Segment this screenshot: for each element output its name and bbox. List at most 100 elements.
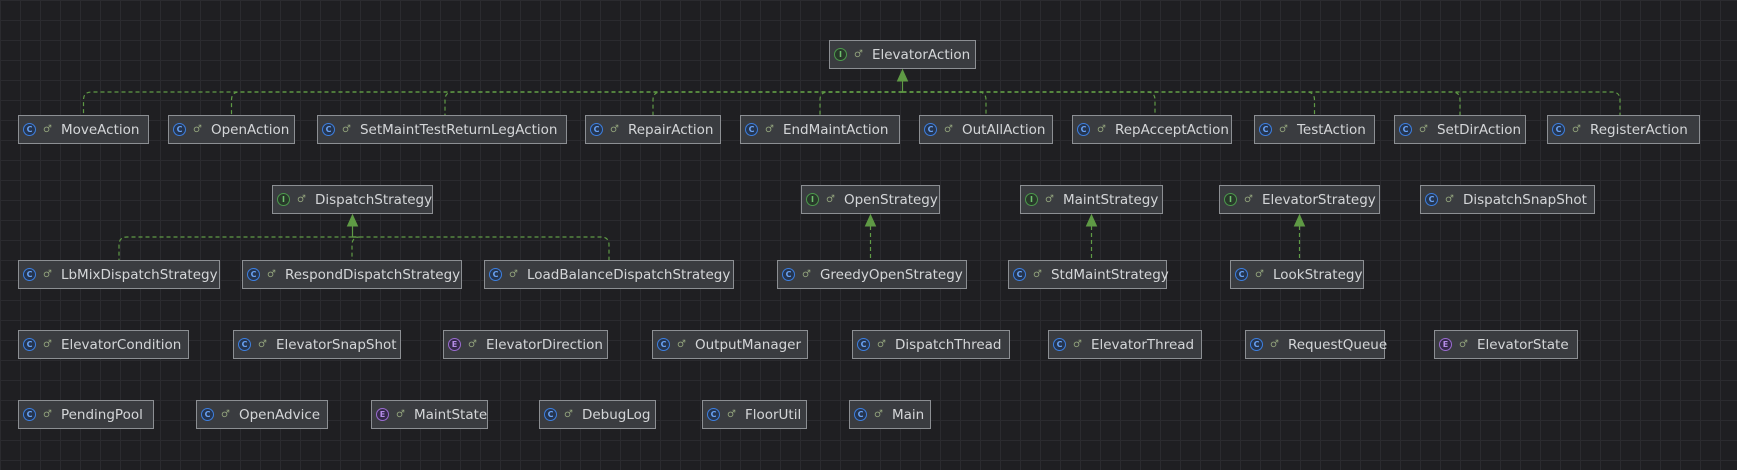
public-modifier-icon: ♂ <box>727 409 736 420</box>
class-icon: C <box>745 123 758 136</box>
node-label: MaintState <box>413 406 488 423</box>
node-main[interactable]: C♂Main <box>849 400 931 429</box>
public-modifier-icon: ♂ <box>1459 339 1468 350</box>
node-out-all-action[interactable]: C♂OutAllAction <box>919 115 1053 144</box>
node-label: DebugLog <box>581 406 651 423</box>
node-label: GreedyOpenStrategy <box>819 266 963 283</box>
node-register-action[interactable]: C♂RegisterAction <box>1547 115 1700 144</box>
node-elevator-snap-shot[interactable]: C♂ElevatorSnapShot <box>233 330 401 359</box>
node-label: OpenAdvice <box>238 406 321 423</box>
inheritance-arrowhead <box>346 213 359 227</box>
public-modifier-icon: ♂ <box>396 409 405 420</box>
node-elevator-direction[interactable]: E♂ElevatorDirection <box>443 330 608 359</box>
node-label: LbMixDispatchStrategy <box>60 266 218 283</box>
class-icon: C <box>657 338 670 351</box>
node-label: RequestQueue <box>1287 336 1388 353</box>
node-move-action[interactable]: C♂MoveAction <box>18 115 149 144</box>
node-std-maint-strategy[interactable]: C ♂ StdMaintStrategy <box>1008 260 1169 289</box>
public-modifier-icon: ♂ <box>1097 124 1106 135</box>
node-label: OutputManager <box>694 336 802 353</box>
node-load-balance-dispatch-strategy[interactable]: C♂LoadBalanceDispatchStrategy <box>484 260 734 289</box>
node-label: LookStrategy <box>1272 266 1363 283</box>
node-elevator-action[interactable]: I♂ElevatorAction <box>829 40 976 69</box>
class-icon: C <box>1013 268 1026 281</box>
class-icon: C <box>1250 338 1263 351</box>
node-maint-state[interactable]: E♂MaintState <box>371 400 488 429</box>
public-modifier-icon: ♂ <box>1572 124 1581 135</box>
public-modifier-icon: ♂ <box>193 124 202 135</box>
inheritance-arrowhead <box>1085 213 1098 227</box>
node-lb-mix-dispatch-strategy[interactable]: C♂LbMixDispatchStrategy <box>18 260 220 289</box>
node-open-action[interactable]: C♂OpenAction <box>168 115 295 144</box>
node-rep-accept-action[interactable]: C♂RepAcceptAction <box>1072 115 1232 144</box>
public-modifier-icon: ♂ <box>43 339 52 350</box>
edge-register-action <box>902 91 1621 115</box>
node-label: ElevatorCondition <box>60 336 182 353</box>
node-pending-pool[interactable]: C♂PendingPool <box>18 400 154 429</box>
node-label: Main <box>891 406 925 423</box>
public-modifier-icon: ♂ <box>1279 124 1288 135</box>
node-request-queue[interactable]: C ♂ RequestQueue <box>1245 330 1388 359</box>
public-modifier-icon: ♂ <box>1045 194 1054 205</box>
class-icon: C <box>1235 268 1248 281</box>
node-label: EndMaintAction <box>782 121 889 138</box>
node-maint-strategy[interactable]: I♂MaintStrategy <box>1020 185 1163 214</box>
public-modifier-icon: ♂ <box>267 269 276 280</box>
public-modifier-icon: ♂ <box>297 194 306 205</box>
node-label: ElevatorStrategy <box>1261 191 1376 208</box>
public-modifier-icon: ♂ <box>43 409 52 420</box>
public-modifier-icon: ♂ <box>877 339 886 350</box>
class-icon: C <box>247 268 260 281</box>
node-open-strategy[interactable]: I♂OpenStrategy <box>801 185 940 214</box>
node-label: RegisterAction <box>1589 121 1688 138</box>
edge-group-elevator-action <box>82 68 1621 115</box>
node-respond-dispatch-strategy[interactable]: C♂RespondDispatchStrategy <box>242 260 462 289</box>
node-label: LoadBalanceDispatchStrategy <box>526 266 731 283</box>
edge-out-all-action <box>902 91 987 115</box>
node-label: TestAction <box>1296 121 1366 138</box>
node-test-action[interactable]: C ♂ TestAction <box>1254 115 1375 144</box>
node-open-advice[interactable]: C♂OpenAdvice <box>196 400 328 429</box>
public-modifier-icon: ♂ <box>765 124 774 135</box>
node-dispatch-snap-shot[interactable]: C♂DispatchSnapShot <box>1420 185 1595 214</box>
node-look-strategy[interactable]: C♂LookStrategy <box>1230 260 1364 289</box>
public-modifier-icon: ♂ <box>1033 269 1042 280</box>
node-elevator-strategy[interactable]: I♂ElevatorStrategy <box>1219 185 1380 214</box>
public-modifier-icon: ♂ <box>677 339 686 350</box>
edge-set-maint-test-return-leg-action <box>444 91 903 115</box>
class-icon: C <box>322 123 335 136</box>
node-label: OpenStrategy <box>843 191 938 208</box>
class-icon: C <box>1259 123 1272 136</box>
node-set-dir-action[interactable]: C♂SetDirAction <box>1394 115 1526 144</box>
node-elevator-thread[interactable]: C♂ElevatorThread <box>1048 330 1202 359</box>
class-icon: C <box>590 123 603 136</box>
node-floor-util[interactable]: C♂FloorUtil <box>702 400 807 429</box>
public-modifier-icon: ♂ <box>221 409 230 420</box>
edge-load-balance-dispatch-strategy <box>352 236 610 260</box>
class-icon: C <box>23 268 36 281</box>
node-elevator-state[interactable]: E♂ElevatorState <box>1434 330 1578 359</box>
class-icon: C <box>544 408 557 421</box>
node-dispatch-strategy[interactable]: I♂DispatchStrategy <box>272 185 433 214</box>
node-end-maint-action[interactable]: C ♂ EndMaintAction <box>740 115 900 144</box>
node-dispatch-thread[interactable]: C♂DispatchThread <box>852 330 1010 359</box>
node-elevator-condition[interactable]: C♂ElevatorCondition <box>18 330 189 359</box>
public-modifier-icon: ♂ <box>802 269 811 280</box>
class-icon: C <box>782 268 795 281</box>
edge-test-action <box>902 91 1316 115</box>
node-label: StdMaintStrategy <box>1050 266 1169 283</box>
node-debug-log[interactable]: C♂DebugLog <box>539 400 656 429</box>
public-modifier-icon: ♂ <box>1270 339 1279 350</box>
public-modifier-icon: ♂ <box>826 194 835 205</box>
public-modifier-icon: ♂ <box>854 49 863 60</box>
class-icon: C <box>173 123 186 136</box>
node-output-manager[interactable]: C ♂ OutputManager <box>652 330 808 359</box>
node-set-maint-test-return-leg-action[interactable]: C♂SetMaintTestReturnLegAction <box>317 115 567 144</box>
node-repair-action[interactable]: C♂RepairAction <box>585 115 721 144</box>
edge-rep-accept-action <box>902 91 1156 115</box>
node-greedy-open-strategy[interactable]: C ♂ GreedyOpenStrategy <box>777 260 967 289</box>
public-modifier-icon: ♂ <box>1445 194 1454 205</box>
class-icon: C <box>23 123 36 136</box>
class-icon: C <box>857 338 870 351</box>
